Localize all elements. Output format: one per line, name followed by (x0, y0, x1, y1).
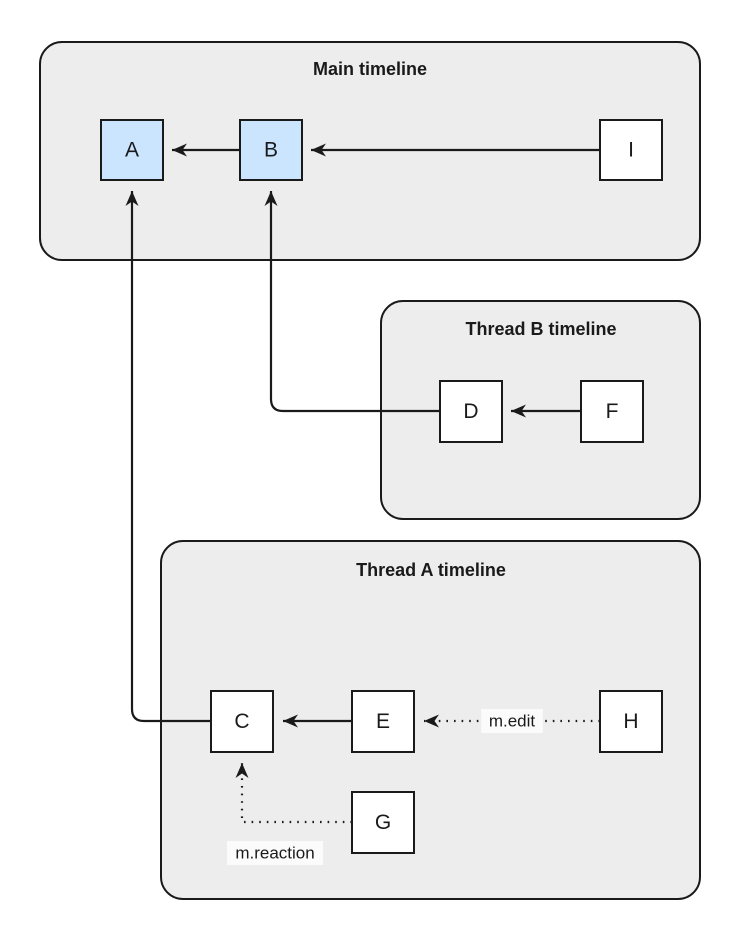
edge-c-to-a (125, 191, 211, 723)
edge-h-to-e (424, 714, 600, 728)
node-C[interactable]: C (210, 690, 274, 753)
edge-b-to-a (172, 143, 240, 157)
node-box-C[interactable] (210, 690, 274, 753)
edge-labels-layer: m.edit m.reaction (227, 709, 543, 865)
node-label-E: E (376, 710, 390, 733)
edge-label-background-g-to-c (227, 841, 323, 865)
node-I[interactable]: I (599, 119, 663, 181)
node-label-C: C (234, 710, 249, 733)
edge-arrowhead-i-to-b (311, 143, 326, 157)
edges-layer (125, 143, 600, 824)
node-G[interactable]: G (351, 791, 415, 854)
node-box-D[interactable] (439, 380, 503, 443)
edge-g-to-c (235, 763, 352, 824)
node-box-H[interactable] (599, 690, 663, 753)
node-label-F: F (606, 400, 619, 423)
edge-arrowhead-e-to-c (283, 714, 298, 728)
edge-arrowhead-h-to-e (424, 714, 439, 728)
node-label-B: B (264, 139, 278, 162)
node-B[interactable]: B (239, 119, 303, 181)
node-label-H: H (623, 710, 638, 733)
edge-label-text-g-to-c: m.reaction (235, 843, 314, 862)
edge-line-d-to-b (269, 191, 440, 413)
edge-arrowhead-b-to-a (172, 143, 187, 157)
node-label-G: G (375, 811, 391, 834)
edge-arrowhead-c-to-a (125, 191, 139, 206)
node-F[interactable]: F (580, 380, 644, 443)
node-box-E[interactable] (351, 690, 415, 753)
node-H[interactable]: H (599, 690, 663, 753)
edge-label-h-to-e: m.edit (481, 709, 543, 733)
panel-title-thread-a: Thread A timeline (356, 560, 506, 580)
edge-line-c-to-a (130, 191, 211, 723)
node-E[interactable]: E (351, 690, 415, 753)
edge-arrowhead-g-to-c (235, 763, 249, 778)
edge-label-text-h-to-e: m.edit (489, 711, 536, 730)
edge-d-to-b (264, 191, 440, 413)
node-label-I: I (628, 139, 634, 162)
edge-arrowhead-d-to-b (264, 191, 278, 206)
edge-label-g-to-c: m.reaction (227, 841, 323, 865)
edge-e-to-c (283, 714, 352, 728)
node-box-B[interactable] (239, 119, 303, 181)
node-box-A[interactable] (100, 119, 164, 181)
panel-title-thread-b: Thread B timeline (465, 319, 616, 339)
node-box-F[interactable] (580, 380, 644, 443)
edge-label-background-h-to-e (481, 709, 543, 733)
node-label-A: A (125, 139, 139, 162)
node-A[interactable]: A (100, 119, 164, 181)
panel-title-main: Main timeline (313, 59, 427, 79)
nodes-layer: A B I D F C E H G (100, 119, 663, 854)
edge-arrowhead-f-to-d (511, 404, 526, 418)
node-box-I[interactable] (599, 119, 663, 181)
edge-i-to-b (311, 143, 600, 157)
node-D[interactable]: D (439, 380, 503, 443)
node-label-D: D (463, 400, 478, 423)
edge-f-to-d (511, 404, 581, 418)
node-box-G[interactable] (351, 791, 415, 854)
